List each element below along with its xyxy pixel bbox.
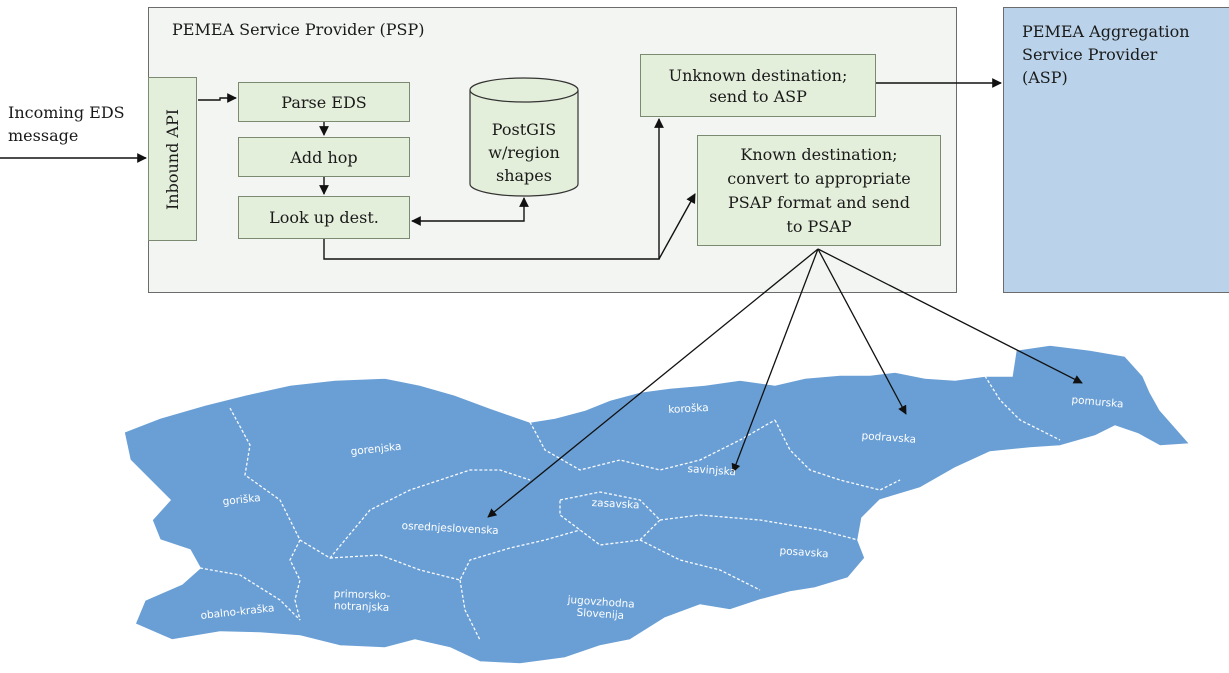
lookup-to-known-arrow: [658, 193, 696, 260]
psap-arrow-osrednjeslovenska: [487, 248, 819, 518]
asp-title: PEMEA Aggregation Service Provider (ASP): [1022, 22, 1190, 87]
known-destination-label: Known destination; convert to appropriat…: [727, 144, 911, 236]
parse-eds-box: Parse EDS: [238, 82, 410, 122]
unknown-destination-label: Unknown destination; send to ASP: [668, 65, 848, 106]
border-primorsko: [459, 579, 481, 641]
region-label-jugovzhodna-slovenija: jugovzhodna Slovenija: [567, 594, 636, 622]
slovenia-map: [123, 344, 1192, 665]
lookup-to-unknown-arrow: [323, 118, 664, 260]
known-destination-box: Known destination; convert to appropriat…: [697, 135, 941, 246]
border-jugovzhodna: [639, 539, 761, 591]
border-posavska: [659, 514, 859, 541]
cylinder-database-icon: [469, 77, 579, 197]
inbound-api-box: Inbound API: [148, 77, 197, 241]
psp-title: PEMEA Service Provider (PSP): [172, 20, 425, 39]
border-obalno: [199, 567, 301, 621]
add-hop-box: Add hop: [238, 137, 410, 177]
border-goriska: [289, 539, 301, 621]
region-label-koroska: koroška: [668, 401, 710, 416]
slovenia-outline: [123, 344, 1192, 665]
region-label-zasavska: zasavska: [591, 497, 640, 512]
psap-arrow-podravska: [817, 248, 907, 415]
incoming-eds-label: Incoming EDS message: [8, 103, 125, 145]
psap-arrow-pomurska: [817, 248, 1083, 384]
psap-arrow-savinjska: [731, 248, 819, 473]
border-zasavska: [559, 491, 661, 546]
lookup-database-link: [411, 197, 529, 226]
inbound-to-parse-arrow: [198, 93, 237, 103]
region-label-primorsko-notranjska: primorsko- notranjska: [333, 588, 391, 614]
border-osrednje-south: [329, 529, 581, 581]
parse-eds-label: Parse EDS: [281, 92, 367, 112]
unknown-destination-box: Unknown destination; send to ASP: [640, 54, 876, 117]
database-label: PostGIS w/region shapes: [488, 120, 560, 185]
border-podravska: [984, 375, 1061, 441]
lookup-dest-label: Look up dest.: [269, 208, 379, 227]
asp-container: [1003, 7, 1229, 293]
border-savinjska: [774, 419, 901, 491]
border-gorenjska: [229, 407, 531, 559]
add-hop-label: Add hop: [290, 147, 358, 167]
lookup-dest-box: Look up dest.: [238, 196, 410, 239]
